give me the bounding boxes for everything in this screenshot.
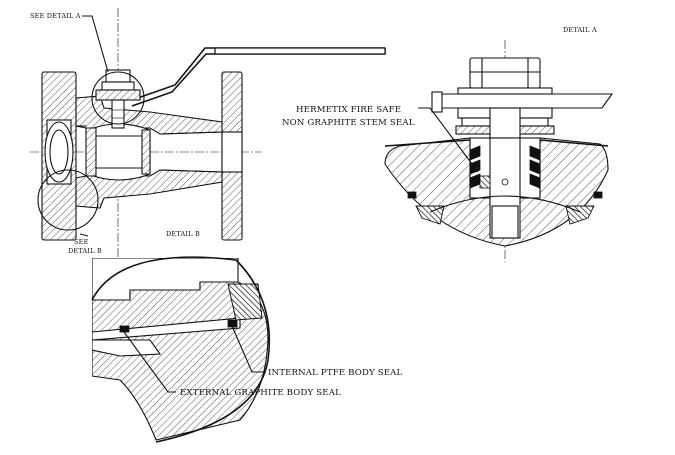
handle-plate xyxy=(439,93,614,109)
seat-left xyxy=(415,205,445,225)
stem-assembly xyxy=(95,69,141,129)
see-detail-a-label: SEE DETAIL A xyxy=(30,12,81,20)
body-seal-left xyxy=(407,191,417,199)
detail-b-outline-arc xyxy=(91,256,271,443)
detail-b-view: INTERNAL PTFE BODY SEAL EXTERNAL GRAPHIT… xyxy=(91,256,403,443)
detail-a-title: DETAIL A xyxy=(563,26,597,34)
external-graphite-seal xyxy=(119,325,130,333)
hermetix-label-2: NON GRAPHITE STEM SEAL xyxy=(282,118,415,128)
right-flange xyxy=(221,71,243,241)
stem-seal-packing xyxy=(469,145,541,189)
internal-ptfe-seal-label: INTERNAL PTFE BODY SEAL xyxy=(268,368,403,378)
detail-a-view: DETAIL A xyxy=(282,26,614,262)
external-graphite-seal-label: EXTERNAL GRAPHITE BODY SEAL xyxy=(180,388,341,398)
internal-seal-leader xyxy=(231,325,264,373)
external-seal-leader xyxy=(123,331,176,393)
stem-nut xyxy=(469,57,541,89)
detail-b-title: DETAIL B xyxy=(166,230,200,238)
washer-top xyxy=(457,87,553,95)
see-detail-b-label-2: DETAIL B xyxy=(68,247,102,255)
detail-a-callout-circle xyxy=(91,71,145,125)
detail-b-leader xyxy=(79,233,89,237)
stem-tang xyxy=(491,205,519,239)
detail-a-leader xyxy=(82,15,109,73)
ball xyxy=(85,123,151,181)
see-detail-b-label-1: SEE xyxy=(74,238,89,246)
ball-arc xyxy=(429,195,581,213)
valve-section-view: SEE DETAIL A SEE DETAIL B DETAIL B xyxy=(30,8,386,258)
detail-b-callout-circle xyxy=(37,169,99,231)
body-seal-right xyxy=(593,191,603,199)
left-flange xyxy=(41,71,77,241)
seat-right xyxy=(565,205,595,225)
hermetix-leader xyxy=(418,107,479,173)
handle-lever xyxy=(131,47,386,107)
hermetix-label-1: HERMETIX FIRE SAFE xyxy=(296,105,401,115)
